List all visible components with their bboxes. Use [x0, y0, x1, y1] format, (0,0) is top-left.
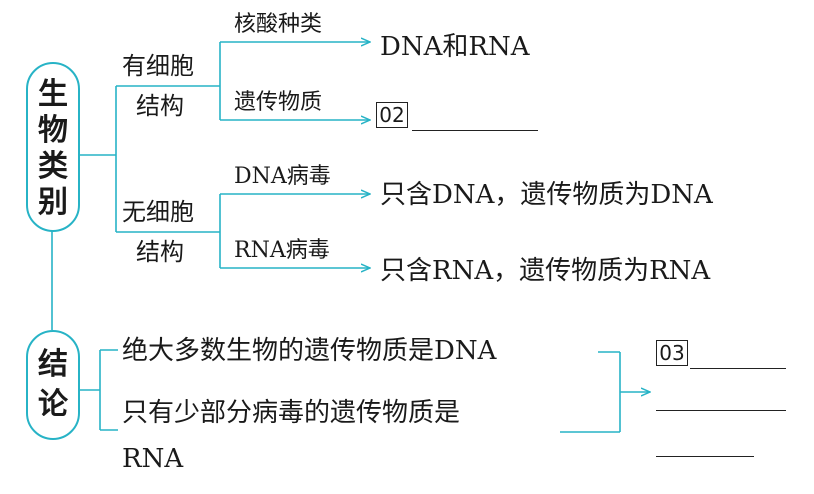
answer-blank-03-line-1[interactable]	[690, 368, 786, 369]
answer-blank-02[interactable]	[412, 130, 538, 131]
conclusion-statement-2-line-2: RNA	[122, 444, 184, 474]
node-char: 别	[38, 185, 68, 220]
organism-classification-node: 生 物 类 别	[26, 62, 80, 232]
rna-virus-result: 只含RNA，遗传物质为RNA	[380, 256, 711, 286]
node-char: 物	[38, 113, 68, 148]
cellular-branch-label-2: 结构	[136, 92, 184, 120]
rna-virus-label: RNA病毒	[234, 238, 330, 263]
node-char: 论	[38, 387, 68, 422]
dna-virus-result: 只含DNA，遗传物质为DNA	[380, 180, 713, 210]
node-char: 类	[38, 149, 68, 184]
nucleic-acid-types-result: DNA和RNA	[380, 32, 530, 62]
conclusion-statement-2-line-1: 只有少部分病毒的遗传物质是	[122, 398, 461, 428]
nucleic-acid-types-label: 核酸种类	[234, 12, 323, 37]
answer-blank-03-line-2[interactable]	[656, 410, 786, 411]
node-char: 生	[38, 77, 68, 112]
genetic-material-label: 遗传物质	[234, 90, 323, 115]
blank-number-02: 02	[376, 102, 408, 128]
acellular-branch-label-2: 结构	[136, 238, 184, 266]
node-char: 结	[38, 347, 68, 382]
dna-virus-label: DNA病毒	[234, 164, 331, 189]
conclusion-node: 结 论	[26, 330, 80, 440]
blank-number-03: 03	[656, 340, 688, 366]
cellular-branch-label-1: 有细胞	[122, 52, 194, 80]
acellular-branch-label-1: 无细胞	[122, 198, 194, 226]
conclusion-statement-1: 绝大多数生物的遗传物质是DNA	[122, 336, 497, 366]
answer-blank-03-line-3[interactable]	[656, 456, 754, 457]
